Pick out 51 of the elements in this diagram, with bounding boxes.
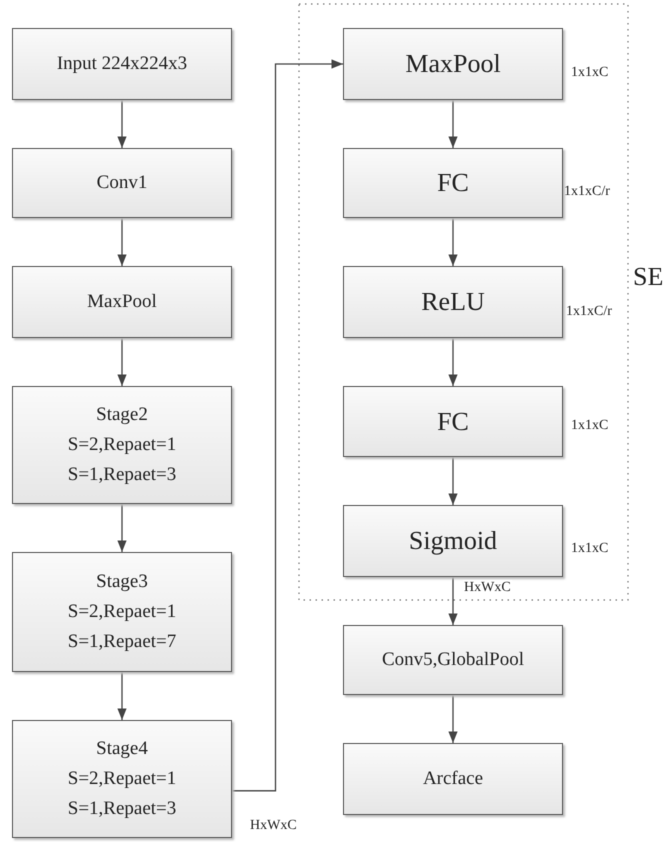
process-box <box>343 266 563 338</box>
box-label: S=1,Repaet=3 <box>68 463 176 487</box>
box-label: ReLU <box>421 287 485 317</box>
box-label: S=2,Repaet=1 <box>68 767 176 791</box>
dimension-note: 1x1xC <box>571 65 608 81</box>
dimension-note: HxWxC <box>250 818 297 834</box>
process-box <box>12 148 232 218</box>
box-label: Input 224x224x3 <box>56 52 188 76</box>
box-label: MaxPool <box>405 49 501 79</box>
process-box <box>343 625 563 695</box>
process-box <box>343 148 563 218</box>
box-label: FC <box>437 406 469 436</box>
box-label: Arcface <box>422 767 484 791</box>
box-label: S=1,Repaet=7 <box>68 630 176 654</box>
process-box <box>12 28 232 100</box>
arrow <box>232 59 343 792</box>
dimension-note: 1x1xC/r <box>566 304 612 320</box>
group-title: SE <box>633 262 664 292</box>
arrow <box>117 100 127 148</box>
arrow <box>117 672 127 720</box>
arrow <box>448 218 458 266</box>
box-label: S=1,Repaet=3 <box>68 797 176 821</box>
process-box <box>12 386 232 504</box>
arrow <box>448 577 458 625</box>
process-box <box>12 552 232 672</box>
dimension-note: 1x1xC <box>571 418 608 434</box>
arrow <box>117 218 127 266</box>
process-box <box>343 28 563 100</box>
process-box <box>343 505 563 577</box>
arrow <box>448 338 458 386</box>
box-label: Sigmoid <box>408 526 498 556</box>
dimension-note: 1x1xC/r <box>564 184 610 200</box>
box-label: Stage4 <box>96 737 148 761</box>
box-label: MaxPool <box>87 290 157 314</box>
box-label: S=2,Repaet=1 <box>68 600 176 624</box>
process-box <box>343 743 563 815</box>
process-box <box>343 386 563 457</box>
arrow <box>448 100 458 148</box>
arrow <box>448 457 458 505</box>
box-label: S=2,Repaet=1 <box>68 433 176 457</box>
box-label: Stage3 <box>96 570 148 594</box>
process-box <box>12 720 232 838</box>
box-label: FC <box>437 168 469 198</box>
arrow <box>117 338 127 386</box>
box-label: Conv1 <box>96 171 148 195</box>
dimension-note: 1x1xC <box>571 541 608 557</box>
process-box <box>12 266 232 338</box>
arrow <box>448 695 458 743</box>
box-label: Conv5,GlobalPool <box>382 648 524 672</box>
arrow <box>117 504 127 552</box>
box-label: Stage2 <box>96 403 148 427</box>
